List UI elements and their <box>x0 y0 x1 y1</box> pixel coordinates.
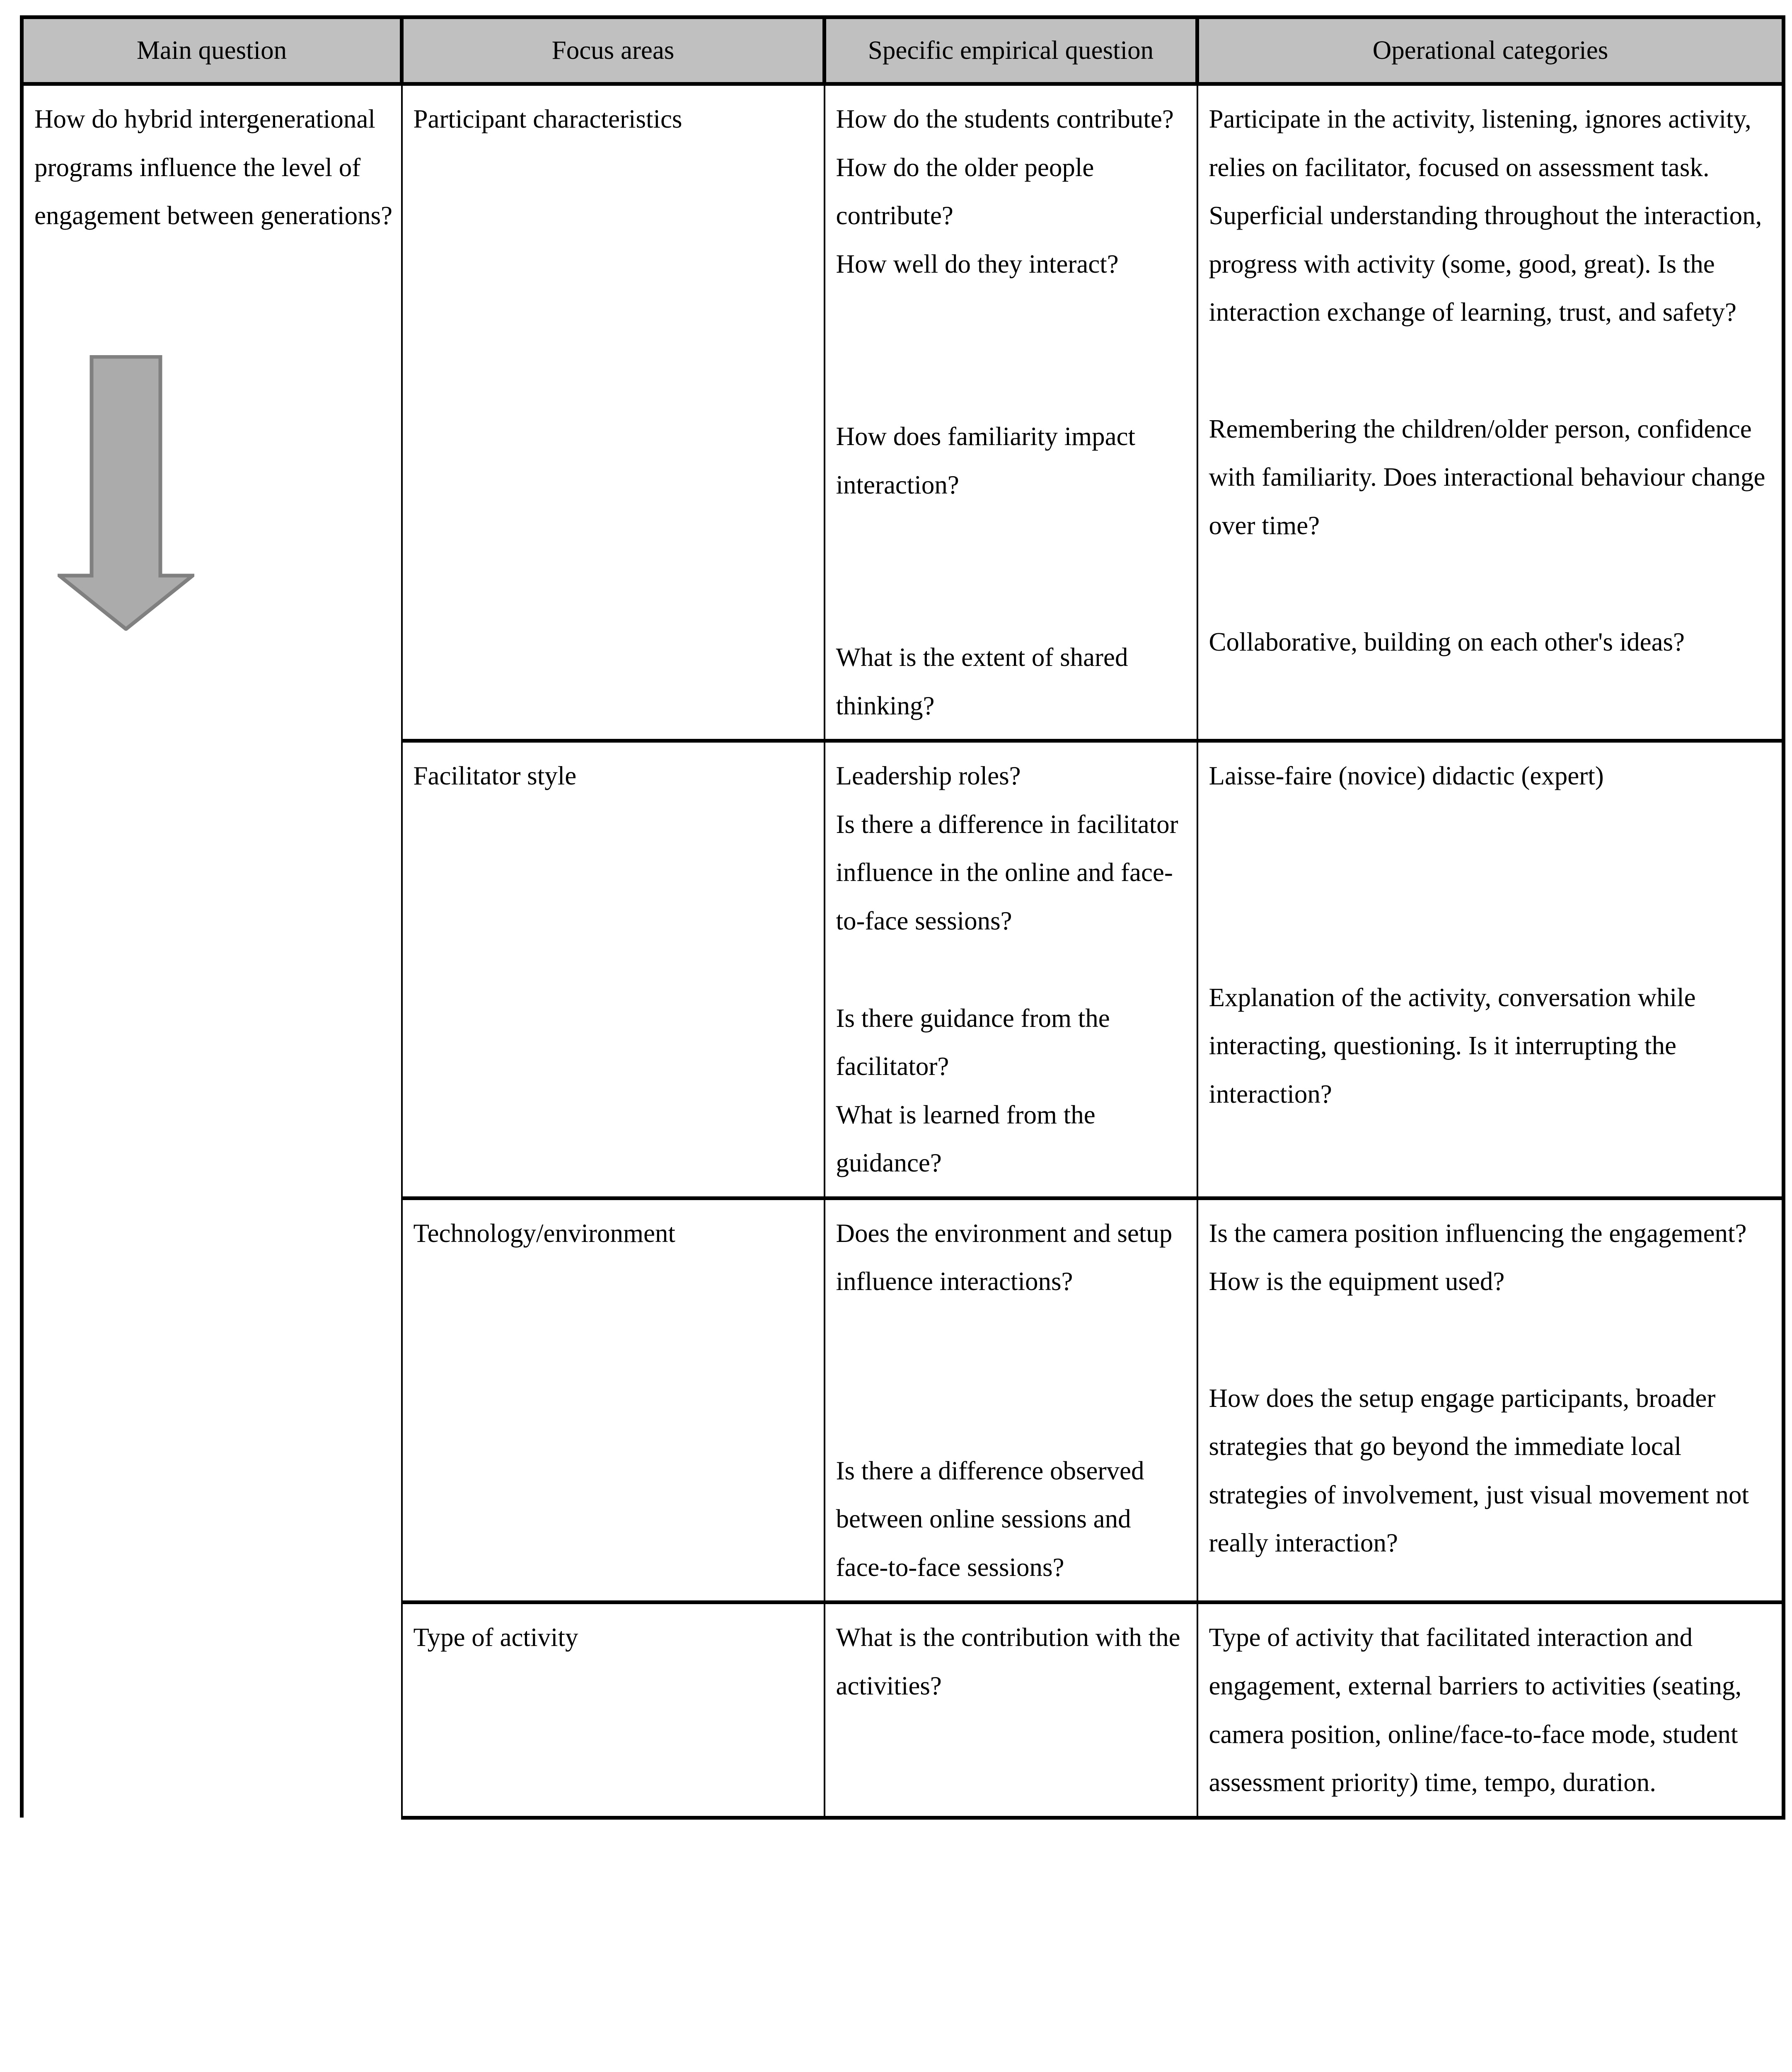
main-question-text: How do hybrid intergenerational programs… <box>34 104 393 230</box>
focus-area-label: Facilitator style <box>413 761 577 791</box>
operational-category-cell-participant-characteristics: Participate in the activity, listening, … <box>1197 84 1785 741</box>
spacer <box>1209 549 1771 618</box>
empirical-question: What is the extent of shared thinking? <box>836 643 1128 720</box>
operational-category: Superficial understanding throughout the… <box>1209 201 1762 327</box>
operational-category: How does the setup engage participants, … <box>1209 1383 1749 1558</box>
spacer <box>836 288 1186 412</box>
operational-category: Remembering the children/older person, c… <box>1209 414 1765 540</box>
table-row-facilitator-style: Facilitator style Leadership roles? Is t… <box>22 739 1785 1198</box>
down-arrow-icon <box>58 355 194 631</box>
empirical-question-cell-type-of-activity: What is the contribution with the activi… <box>824 1600 1198 1820</box>
table-body: How do hybrid intergenerational programs… <box>20 84 1785 1820</box>
focus-area-label: Participant characteristics <box>413 104 682 133</box>
empirical-question: Is there a difference in facilitator inf… <box>836 809 1178 936</box>
column-header-specific-empirical-question: Specific empirical question <box>822 15 1198 86</box>
table-row-type-of-activity: Type of activity What is the contributio… <box>22 1600 1785 1820</box>
operational-category: Collaborative, building on each other's … <box>1209 627 1685 657</box>
empirical-question: Is there a difference observed between o… <box>836 1456 1144 1582</box>
operational-category: Explanation of the activity, conversatio… <box>1209 983 1696 1109</box>
header-row: Main question Focus areas Specific empir… <box>20 15 1785 86</box>
empirical-question: How do the students contribute? <box>836 104 1174 133</box>
focus-area-label: Technology/environment <box>413 1218 675 1248</box>
table-row-technology-environment: Technology/environment Does the environm… <box>22 1196 1785 1602</box>
focus-area-cell-type-of-activity: Type of activity <box>401 1600 825 1820</box>
operational-category: How is the equipment used? <box>1209 1267 1505 1296</box>
empirical-question: What is the contribution with the activi… <box>836 1623 1180 1701</box>
spacer <box>836 1430 1186 1447</box>
operational-category-cell-technology-environment: Is the camera position influencing the e… <box>1197 1196 1785 1602</box>
spacer <box>836 1306 1186 1430</box>
spacer <box>1209 336 1771 405</box>
empirical-question-cell-facilitator-style: Leadership roles? Is there a difference … <box>824 739 1198 1198</box>
empirical-question: Leadership roles? <box>836 761 1021 791</box>
empirical-question: How do the older people contribute? <box>836 152 1094 230</box>
spacer <box>836 509 1186 633</box>
operational-category: Participate in the activity, listening, … <box>1209 104 1751 182</box>
spacer <box>1209 925 1771 973</box>
column-header-main-question: Main question <box>20 15 403 86</box>
spacer <box>1209 1306 1771 1374</box>
empirical-question: How well do they interact? <box>836 249 1119 278</box>
operational-category-cell-facilitator-style: Laisse-faire (novice) didactic (expert) … <box>1197 739 1785 1198</box>
empirical-question: Is there guidance from the facilitator? <box>836 1003 1110 1081</box>
main-question-cell: How do hybrid intergenerational programs… <box>20 84 403 1818</box>
operational-category-cell-type-of-activity: Type of activity that facilitated intera… <box>1197 1600 1785 1820</box>
empirical-question: How does familiarity impact interaction? <box>836 422 1136 499</box>
research-question-table: Main question Focus areas Specific empir… <box>20 15 1785 1820</box>
table-header: Main question Focus areas Specific empir… <box>20 15 1785 86</box>
operational-category: Type of activity that facilitated intera… <box>1209 1623 1742 1797</box>
spacer <box>836 945 1186 994</box>
empirical-question: What is learned from the guidance? <box>836 1100 1096 1178</box>
empirical-question-cell-technology-environment: Does the environment and setup influence… <box>824 1196 1198 1602</box>
column-header-focus-areas: Focus areas <box>400 15 825 86</box>
focus-area-cell-facilitator-style: Facilitator style <box>401 739 825 1198</box>
spacer <box>1209 800 1771 925</box>
column-header-operational-categories: Operational categories <box>1195 15 1785 86</box>
focus-area-cell-participant-characteristics: Participant characteristics <box>401 84 825 741</box>
empirical-question-cell-participant-characteristics: How do the students contribute? How do t… <box>824 84 1198 741</box>
operational-category: Is the camera position influencing the e… <box>1209 1218 1747 1248</box>
empirical-question: Does the environment and setup influence… <box>836 1218 1173 1296</box>
operational-category: Laisse-faire (novice) didactic (expert) <box>1209 761 1604 791</box>
focus-area-cell-technology-environment: Technology/environment <box>401 1196 825 1602</box>
table-row-participant-characteristics: How do hybrid intergenerational programs… <box>20 84 1785 1818</box>
focus-area-label: Type of activity <box>413 1623 578 1652</box>
